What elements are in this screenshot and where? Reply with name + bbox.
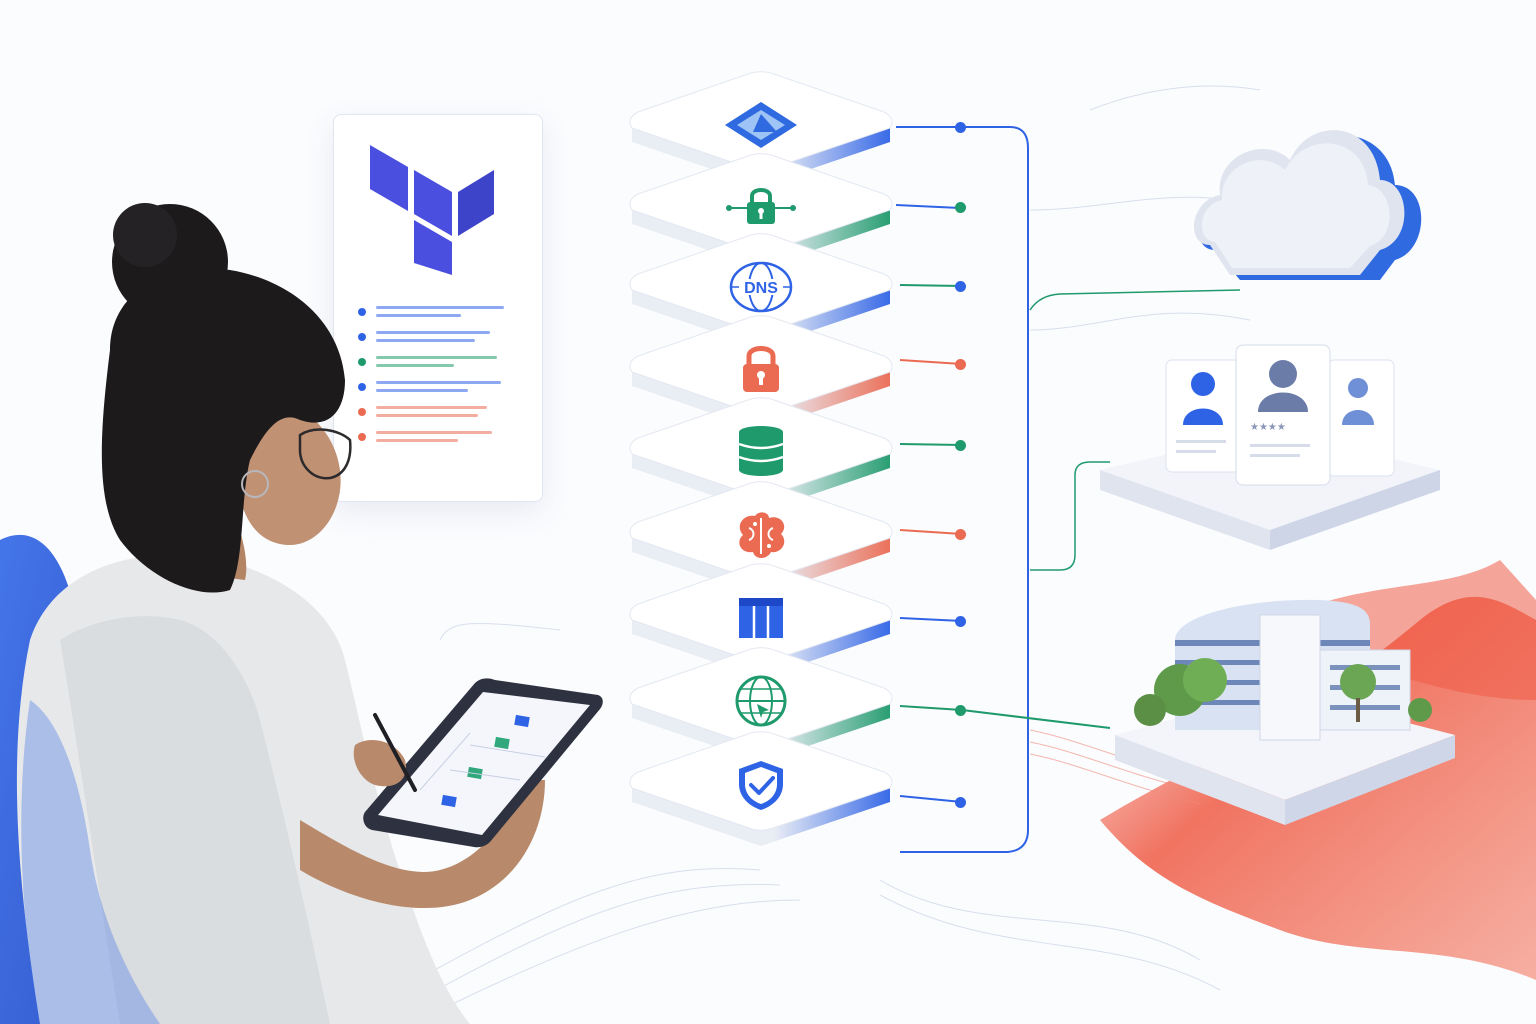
connection-node (955, 529, 966, 540)
config-line (358, 424, 518, 449)
terraform-logo-icon (370, 145, 494, 275)
shield-check-icon (739, 761, 783, 810)
config-line-dot (358, 307, 366, 316)
web-globe-icon (735, 675, 787, 727)
config-line-dot (358, 357, 366, 366)
dns-globe-icon: DNS (729, 261, 793, 313)
dns-label: DNS (744, 280, 778, 297)
config-file-panel (333, 114, 543, 502)
container-box-icon (739, 598, 783, 638)
network-lock-icon (726, 188, 796, 224)
connection-node (955, 705, 966, 716)
config-line-dot (358, 407, 366, 416)
service-tile[interactable] (628, 152, 894, 270)
connection-node (955, 359, 966, 370)
config-line (358, 349, 518, 374)
config-line-dot (358, 332, 366, 341)
padlock-icon (743, 346, 779, 392)
config-lines (358, 299, 518, 449)
ai-brain-icon (739, 512, 785, 558)
connection-node (955, 440, 966, 451)
config-line (358, 399, 518, 424)
azure-logo-icon (725, 102, 797, 148)
connection-node (955, 202, 966, 213)
config-line (358, 324, 518, 349)
config-line-dot (358, 432, 366, 441)
connection-node (955, 797, 966, 808)
config-line (358, 299, 518, 324)
connection-node (955, 122, 966, 133)
connection-node (955, 281, 966, 292)
service-tile[interactable] (628, 314, 894, 432)
config-line-dot (358, 382, 366, 391)
connection-node (955, 616, 966, 627)
service-tile[interactable] (628, 730, 894, 848)
database-icon (738, 426, 784, 476)
config-line (358, 374, 518, 399)
